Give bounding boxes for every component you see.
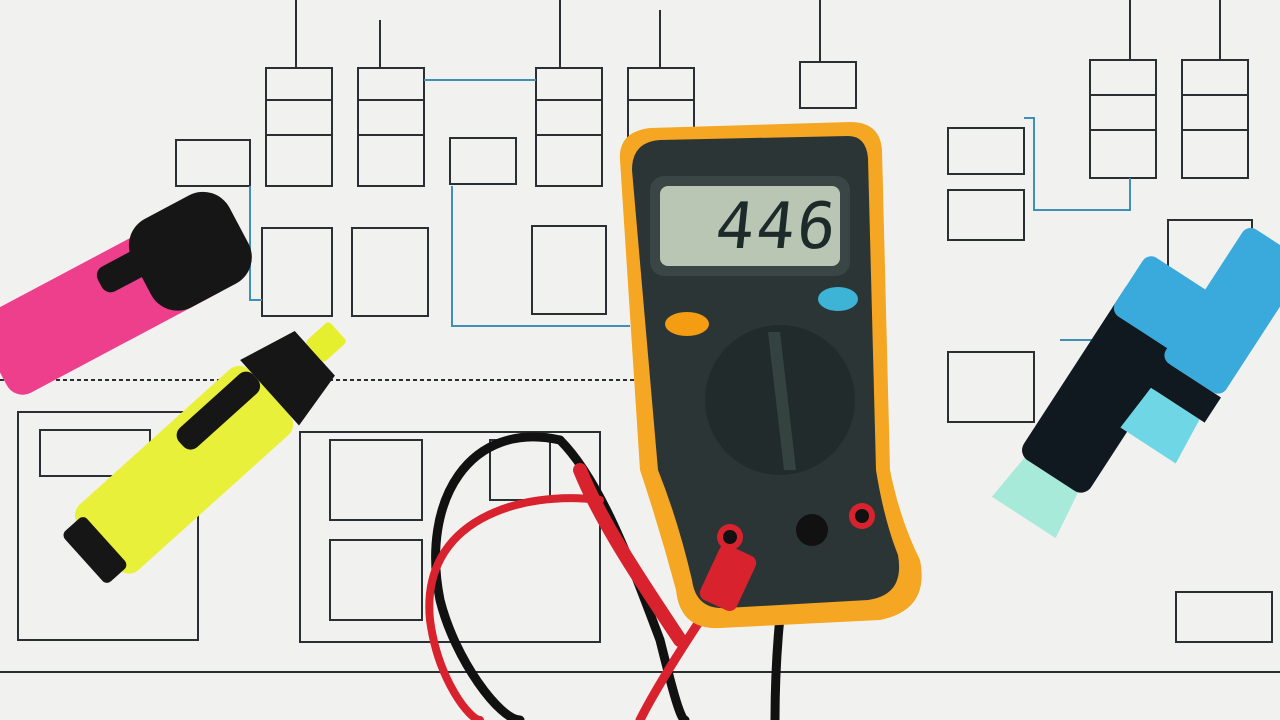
blue-highlighter [1120,227,1280,464]
pink-highlighter [0,191,252,395]
teal-black-highlighter [991,256,1212,539]
multimeter [619,122,922,629]
multimeter-display-reading: 446 [712,190,842,264]
yellow-highlighter [63,322,346,583]
